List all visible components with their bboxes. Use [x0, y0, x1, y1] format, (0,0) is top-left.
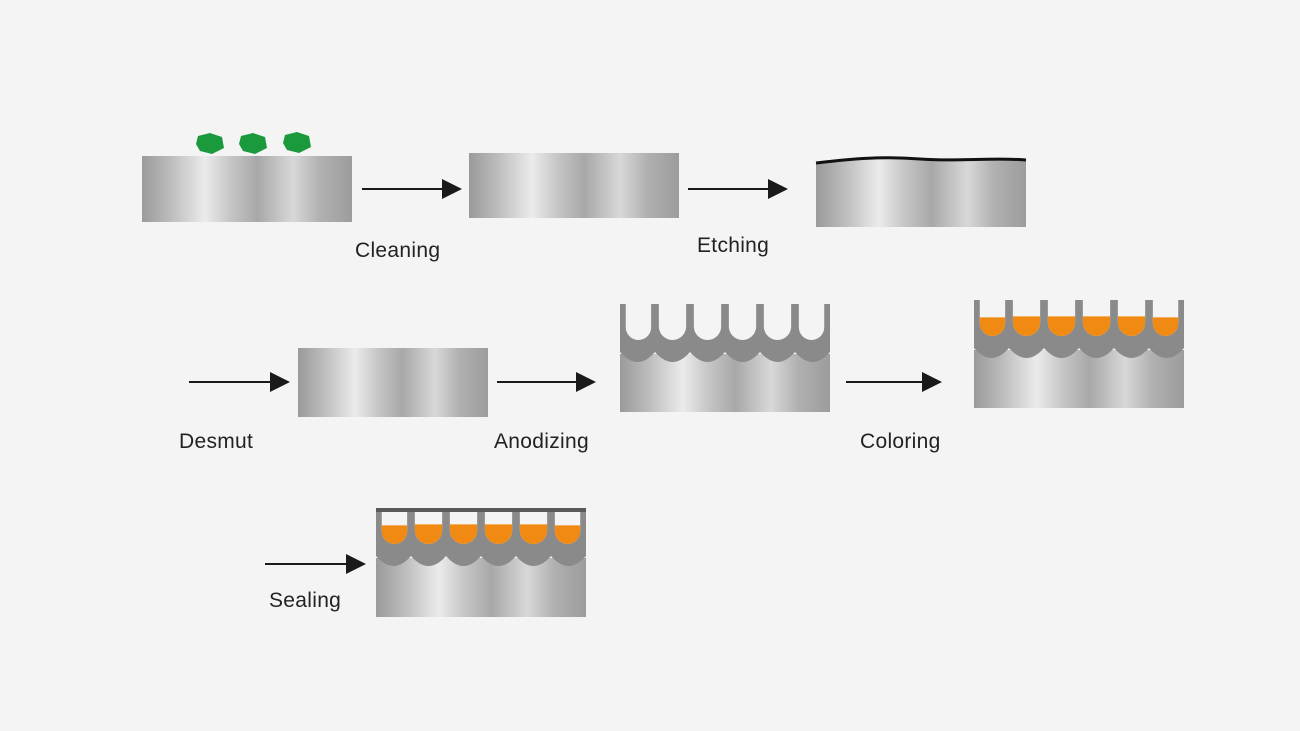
seal-layer [376, 508, 586, 512]
step-label-sealing: Sealing [269, 589, 342, 612]
dye-fill [979, 317, 1006, 336]
step-label-desmut: Desmut [179, 430, 254, 453]
dye-fill [554, 525, 581, 544]
dye-fill [1012, 316, 1041, 337]
dye-fill [381, 525, 408, 544]
pore [625, 303, 652, 340]
dye-fill [1082, 316, 1111, 337]
smut-layer [815, 156, 1027, 165]
metal-block-etched [815, 156, 1027, 227]
step-label-coloring: Coloring [860, 430, 941, 453]
metal-block-cleaned [469, 153, 679, 218]
dye-fill [1047, 316, 1076, 337]
pore [798, 303, 825, 340]
pore [763, 303, 792, 341]
dye-fill [1117, 316, 1146, 337]
dye-fill [519, 524, 548, 544]
contaminant-particle-icon [196, 133, 224, 154]
metal-block-desmutted [298, 348, 488, 417]
dye-fill [414, 524, 443, 544]
dye-fill [449, 524, 478, 544]
pore [658, 303, 687, 341]
step-label-anodizing: Anodizing [494, 430, 589, 453]
pore [693, 303, 722, 341]
dye-fill [484, 524, 513, 544]
contaminant-particle-icon [239, 133, 267, 154]
metal-block-sealed [376, 508, 586, 617]
step-label-etching: Etching [697, 234, 770, 257]
step-label-cleaning: Cleaning [355, 239, 441, 262]
metal-block-dirty [142, 132, 352, 222]
pore [728, 303, 757, 341]
metal-block-colored [974, 299, 1184, 408]
contaminant-particle-icon [283, 132, 311, 153]
dye-fill [1152, 317, 1179, 336]
metal-block-anodized [620, 303, 830, 412]
